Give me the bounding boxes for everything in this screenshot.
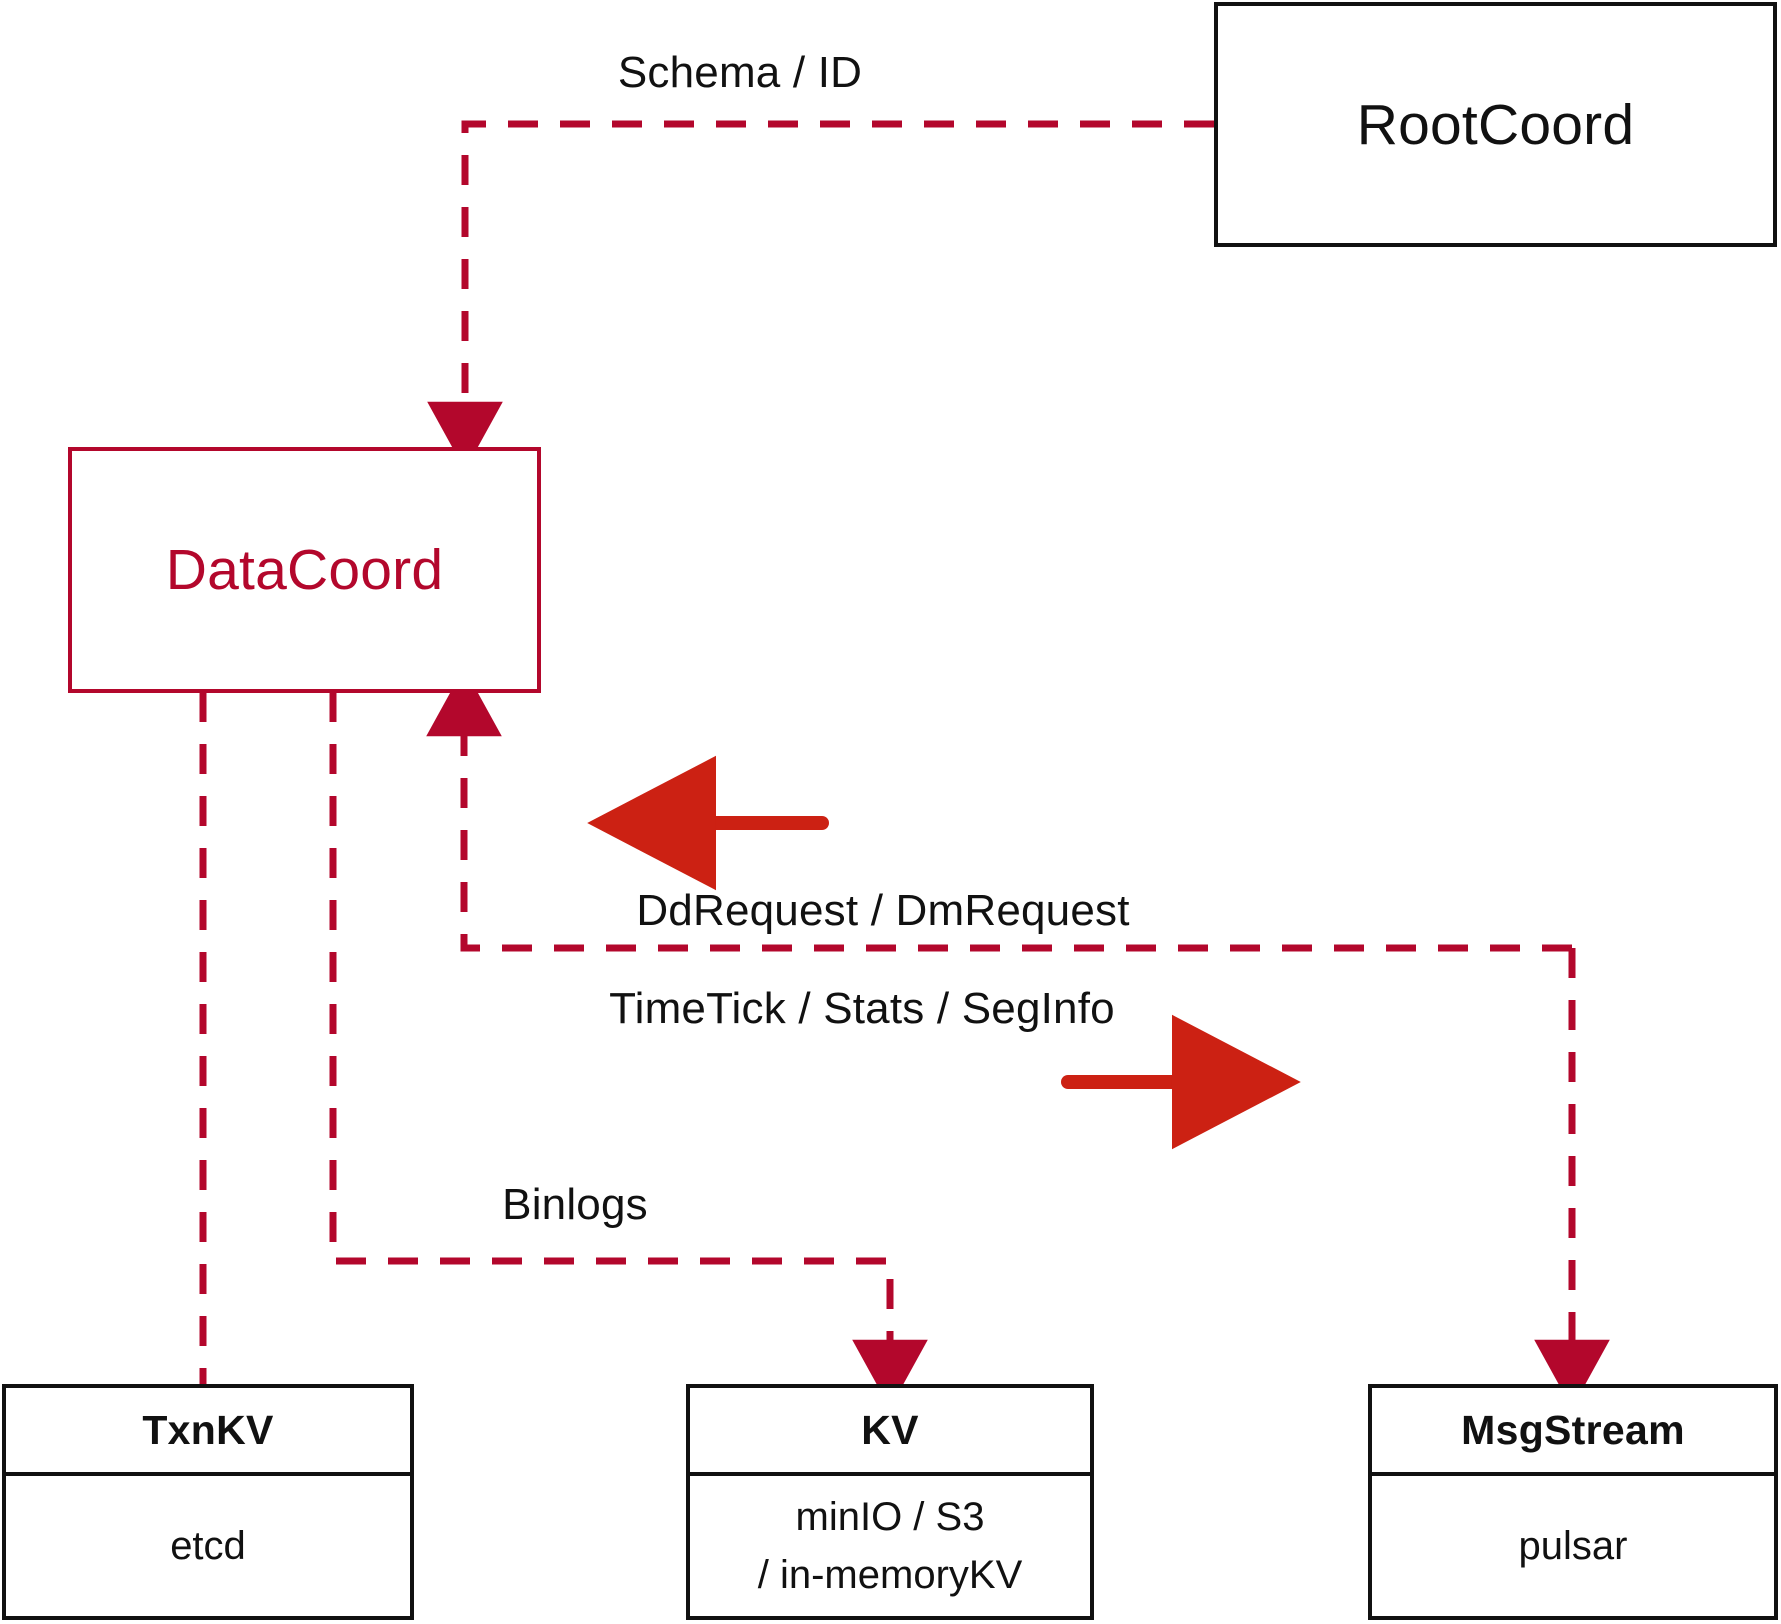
node-msgstream-body: pulsar <box>1372 1476 1774 1616</box>
node-msgstream[interactable]: MsgStream pulsar <box>1368 1384 1778 1620</box>
node-msgstream-body-line-1: pulsar <box>1518 1524 1628 1568</box>
node-msgstream-header: MsgStream <box>1372 1388 1774 1476</box>
node-txnkv-body: etcd <box>6 1476 410 1616</box>
node-txnkv-header: TxnKV <box>6 1388 410 1476</box>
node-rootcoord-label: RootCoord <box>1356 92 1635 157</box>
node-kv-body: minIO / S3 / in-memoryKV <box>690 1476 1090 1616</box>
node-kv-header: KV <box>690 1388 1090 1476</box>
edge-schema-id <box>427 120 1214 471</box>
edge-label-schema-id: Schema / ID <box>617 48 863 97</box>
edge-label-dd-dm-request: DdRequest / DmRequest <box>636 886 1130 935</box>
edge-label-timetick-stats-seginfo: TimeTick / Stats / SegInfo <box>609 984 1115 1033</box>
edge-msgstream-datacoord <box>426 667 1610 1409</box>
node-txnkv-body-line-1: etcd <box>170 1524 246 1568</box>
node-kv[interactable]: KV minIO / S3 / in-memoryKV <box>686 1384 1094 1620</box>
edge-label-binlogs: Binlogs <box>502 1180 648 1229</box>
node-datacoord[interactable]: DataCoord <box>68 447 541 693</box>
node-kv-body-line-2: / in-memoryKV <box>757 1553 1023 1597</box>
node-datacoord-label: DataCoord <box>165 538 444 602</box>
node-rootcoord[interactable]: RootCoord <box>1214 2 1777 247</box>
node-kv-body-line-1: minIO / S3 <box>795 1495 985 1539</box>
node-txnkv[interactable]: TxnKV etcd <box>2 1384 414 1620</box>
